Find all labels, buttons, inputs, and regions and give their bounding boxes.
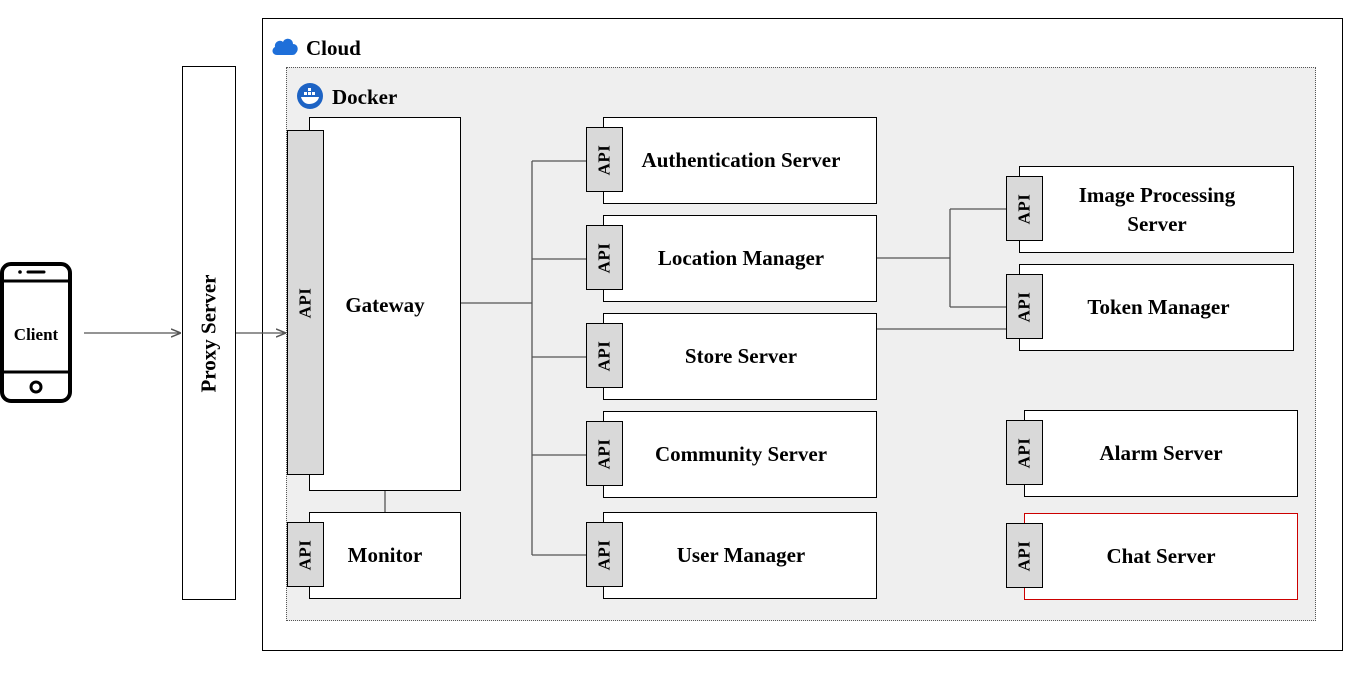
client-device[interactable] bbox=[0, 262, 72, 403]
client-label: Client bbox=[13, 324, 59, 344]
user-manager[interactable] bbox=[603, 512, 877, 599]
cloud-title: Cloud bbox=[306, 36, 361, 60]
alarm-api-port[interactable]: API bbox=[1006, 420, 1043, 485]
store-api-port[interactable]: API bbox=[586, 323, 623, 388]
image-processing-api-port[interactable]: API bbox=[1006, 176, 1043, 241]
image-processing-server[interactable] bbox=[1019, 166, 1294, 253]
docker-title: Docker bbox=[332, 85, 398, 109]
smartphone-icon bbox=[0, 262, 72, 403]
community-server-label: Community Server bbox=[654, 442, 828, 466]
authentication-server[interactable] bbox=[603, 117, 877, 204]
token-manager[interactable] bbox=[1019, 264, 1294, 351]
monitor[interactable] bbox=[309, 512, 461, 599]
location-manager-label: Location Manager bbox=[657, 246, 825, 270]
alarm-server-label: Alarm Server bbox=[1099, 441, 1223, 465]
token-manager-label: Token Manager bbox=[1087, 295, 1230, 319]
community-api-port[interactable]: API bbox=[586, 421, 623, 486]
cloud-icon bbox=[270, 35, 300, 57]
authentication-server-label: Authentication Server bbox=[641, 148, 841, 172]
image-processing-server-label: Image Processing Server bbox=[1078, 182, 1236, 236]
location-manager[interactable] bbox=[603, 215, 877, 302]
token-api-port[interactable]: API bbox=[1006, 274, 1043, 339]
monitor-label: Monitor bbox=[347, 543, 423, 567]
store-server[interactable] bbox=[603, 313, 877, 400]
user-api-port[interactable]: API bbox=[586, 522, 623, 587]
alarm-server[interactable] bbox=[1024, 410, 1298, 497]
location-api-port[interactable]: API bbox=[586, 225, 623, 290]
docker-icon bbox=[296, 82, 326, 110]
user-manager-label: User Manager bbox=[676, 543, 806, 567]
chat-api-port[interactable]: API bbox=[1006, 523, 1043, 588]
store-server-label: Store Server bbox=[684, 344, 798, 368]
gateway-api-port[interactable]: API bbox=[287, 130, 324, 475]
gateway-label: Gateway bbox=[345, 292, 425, 317]
proxy-server[interactable] bbox=[182, 66, 236, 600]
cloud-container bbox=[262, 18, 1343, 651]
monitor-api-port[interactable]: API bbox=[287, 522, 324, 587]
chat-server-label: Chat Server bbox=[1106, 544, 1216, 568]
community-server[interactable] bbox=[603, 411, 877, 498]
chat-server[interactable] bbox=[1024, 513, 1298, 600]
proxy-server-label: Proxy Server bbox=[196, 274, 221, 392]
authentication-api-port[interactable]: API bbox=[586, 127, 623, 192]
